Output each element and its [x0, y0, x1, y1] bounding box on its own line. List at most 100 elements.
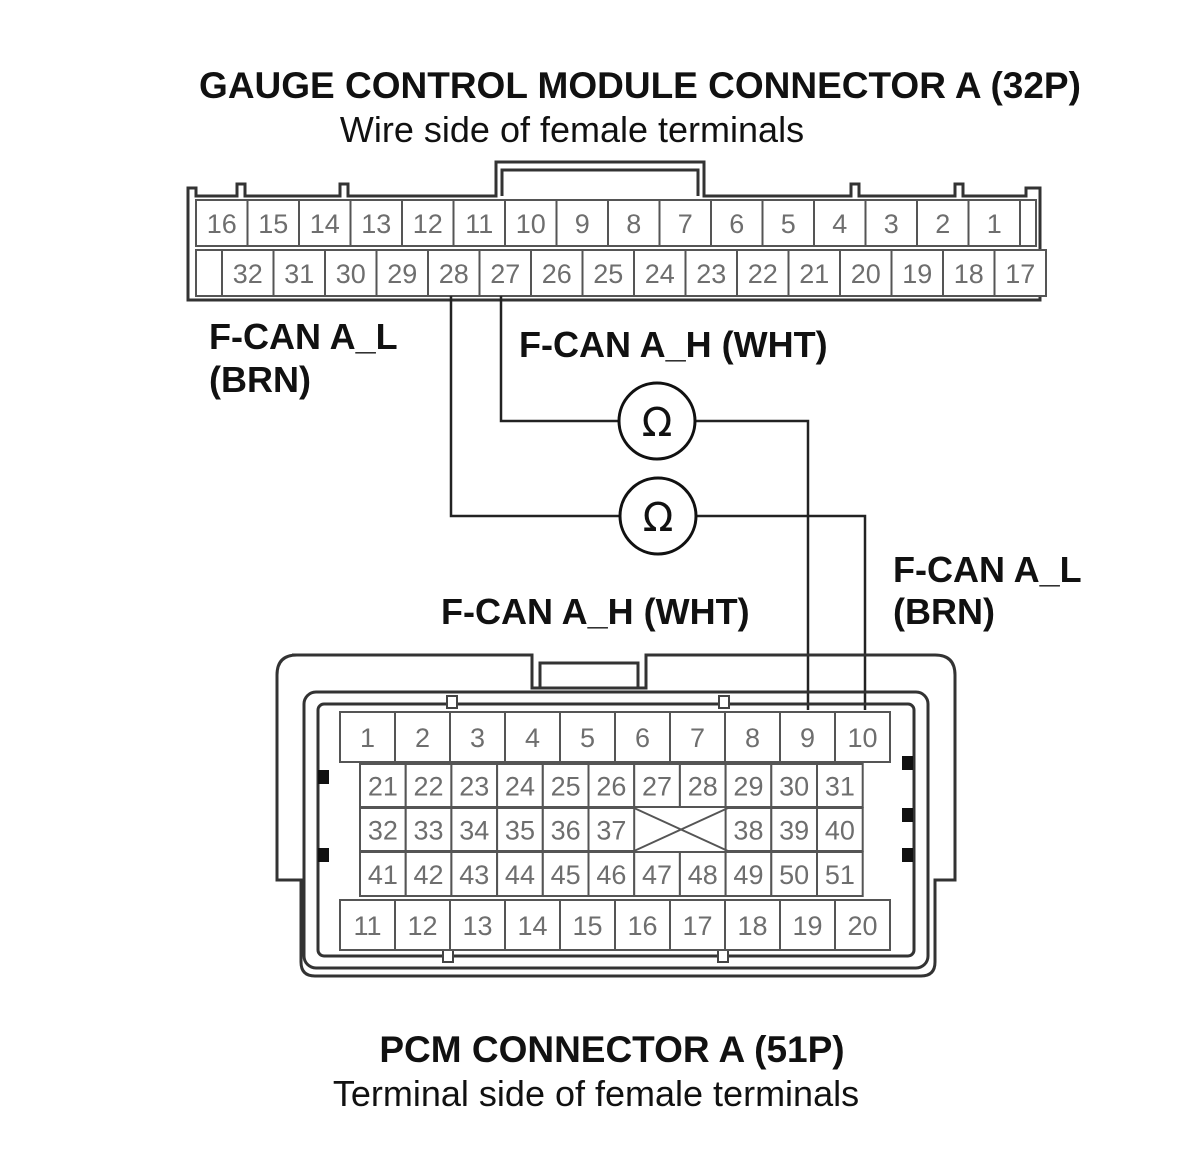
terminal-cell	[669, 711, 726, 763]
pcm-connector-title: PCM CONNECTOR A (51P)	[379, 1029, 844, 1070]
gauge-terminal-24: 24	[633, 249, 687, 297]
pcm-terminal-4: 4	[504, 711, 561, 763]
terminal-cell	[834, 899, 891, 951]
terminal-number: 19	[792, 911, 822, 941]
terminal-number: 7	[678, 209, 693, 239]
terminal-number: 38	[733, 816, 763, 846]
pcm-terminal-46: 46	[587, 851, 636, 897]
pcm-connector-latch	[538, 661, 640, 688]
terminal-cell	[787, 249, 841, 297]
gauge-connector-latch	[500, 168, 700, 196]
pcm-terminal-40: 40	[816, 807, 864, 852]
terminal-number: 5	[781, 209, 796, 239]
terminal-number: 22	[414, 772, 444, 802]
terminal-cell	[504, 711, 561, 763]
pcm-key	[902, 848, 913, 862]
terminal-number: 17	[1005, 259, 1035, 289]
terminal-number: 11	[465, 209, 493, 239]
terminal-number: 11	[353, 911, 381, 941]
terminal-number: 19	[902, 259, 932, 289]
terminal-cell	[339, 899, 396, 951]
gauge-terminal-12: 12	[401, 199, 455, 247]
terminal-number: 23	[696, 259, 726, 289]
terminal-cell	[450, 763, 499, 808]
pcm-terminal-30: 30	[770, 763, 818, 808]
pcm-terminal-51: 51	[816, 851, 864, 897]
terminal-number: 4	[525, 723, 540, 753]
terminal-number: 35	[505, 816, 535, 846]
terminal-number: 26	[596, 772, 626, 802]
terminal-cell	[587, 763, 636, 808]
terminal-cell	[724, 851, 773, 897]
terminal-number: 16	[207, 209, 237, 239]
pcm-terminal-7: 7	[669, 711, 726, 763]
pcm-terminal-28: 28	[678, 763, 727, 808]
terminal-cell	[339, 711, 396, 763]
terminal-cell	[375, 249, 429, 297]
wire-can-h-gauge	[499, 296, 618, 423]
terminal-number: 46	[596, 860, 626, 890]
pcm-terminal-41: 41	[359, 851, 407, 897]
pcm-terminal-15: 15	[559, 899, 616, 951]
pcm-terminal-21: 21	[359, 763, 407, 808]
pcm-terminal-23: 23	[450, 763, 499, 808]
pcm-terminal-49: 49	[724, 851, 773, 897]
terminal-number: 36	[551, 816, 581, 846]
gauge-terminal-30: 30	[324, 249, 378, 297]
wires	[449, 296, 867, 710]
gauge-connector-housing	[186, 160, 1042, 302]
gauge-terminal-31: 31	[272, 249, 326, 297]
terminal-number: 1	[987, 209, 1002, 239]
gauge-terminal-20: 20	[839, 249, 893, 297]
gauge-terminal-10: 10	[504, 199, 558, 247]
gauge-terminal-16: 16	[195, 199, 249, 247]
pcm-terminal-12: 12	[394, 899, 451, 951]
terminal-number: 21	[799, 259, 829, 289]
gauge-terminal-32: 32	[221, 249, 275, 297]
terminal-cell	[710, 199, 764, 247]
gauge-terminal-3: 3	[864, 199, 918, 247]
terminal-number: 44	[505, 860, 535, 890]
terminal-number: 12	[407, 911, 437, 941]
terminal-number: 32	[233, 259, 263, 289]
pcm-terminal-38: 38	[724, 807, 773, 852]
pcm-terminal-33: 33	[404, 807, 453, 852]
pcm-terminal-2: 2	[394, 711, 451, 763]
terminal-cell	[394, 711, 451, 763]
pcm-terminal-13: 13	[449, 899, 506, 951]
terminal-cell	[221, 249, 275, 297]
terminal-cell	[359, 851, 407, 897]
terminal-number: 8	[626, 209, 641, 239]
terminal-number: 34	[459, 816, 489, 846]
label-gauge-can-h: F-CAN A_H (WHT)	[519, 324, 828, 365]
terminal-number: 3	[884, 209, 899, 239]
gauge-terminal-2: 2	[916, 199, 970, 247]
pcm-terminal-1: 1	[339, 711, 396, 763]
terminal-number: 15	[258, 209, 288, 239]
terminal-cell	[724, 763, 773, 808]
pcm-terminal-45: 45	[541, 851, 590, 897]
label-gauge-can-l-name: F-CAN A_L	[209, 316, 398, 357]
pcm-key	[902, 756, 913, 770]
terminal-cell	[678, 763, 727, 808]
terminal-cell	[967, 199, 1021, 247]
terminal-number: 50	[779, 860, 809, 890]
pcm-connector-inner-frame	[302, 690, 930, 970]
terminal-cell	[587, 807, 636, 852]
terminal-number: 42	[414, 860, 444, 890]
terminal-cell	[684, 249, 738, 297]
terminal-number: 24	[645, 259, 675, 289]
terminal-cell	[607, 199, 661, 247]
pcm-terminal-24: 24	[496, 763, 544, 808]
terminal-number: 22	[748, 259, 778, 289]
label-gauge-can-l-color: (BRN)	[209, 359, 311, 400]
terminal-number: 20	[851, 259, 881, 289]
terminal-number: 43	[459, 860, 489, 890]
terminal-number: 10	[516, 209, 546, 239]
pcm-terminal-18: 18	[724, 899, 781, 951]
label-pcm-can-l-color: (BRN)	[893, 591, 995, 632]
terminal-number: 29	[733, 772, 763, 802]
gauge-terminal-22: 22	[736, 249, 790, 297]
terminal-number: 15	[572, 911, 602, 941]
